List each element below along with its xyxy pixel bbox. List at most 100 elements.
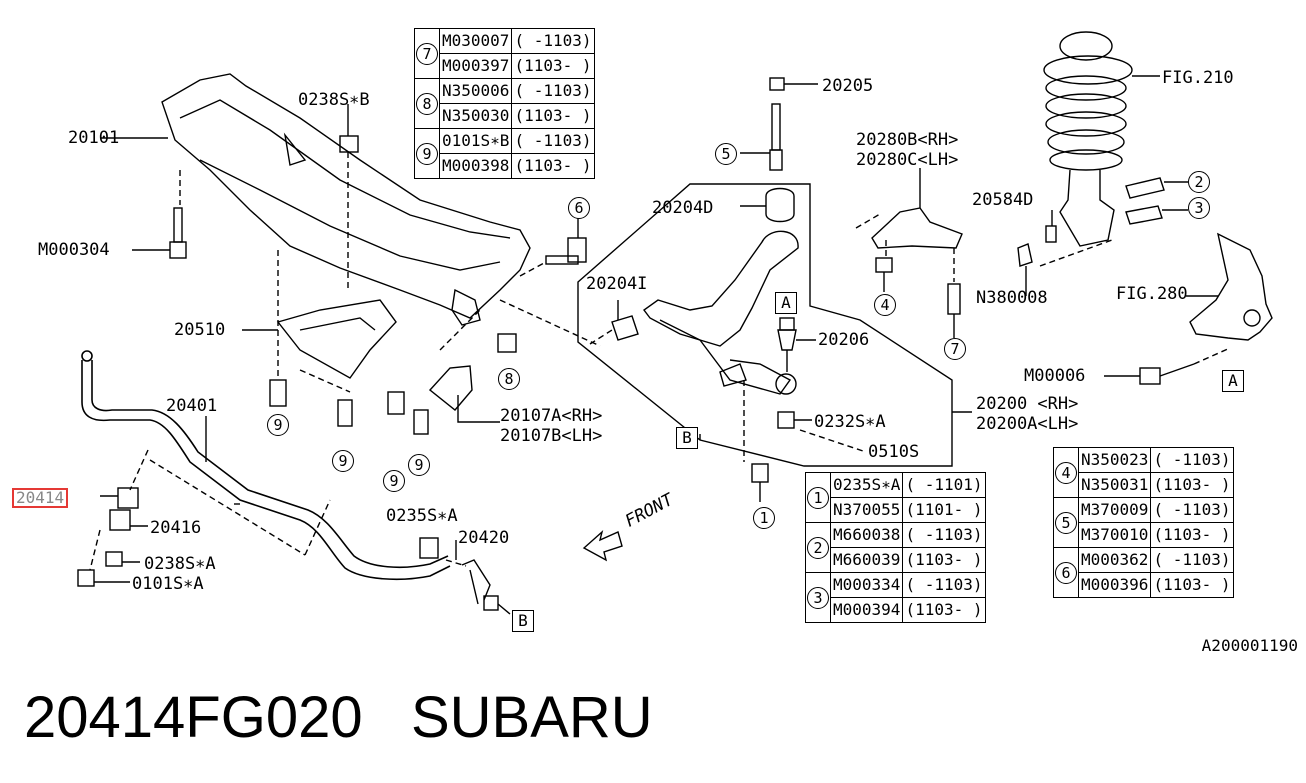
table-callout: 3: [807, 586, 829, 609]
ref-box-b-link: B: [512, 610, 534, 632]
table-row: M000394(1103- ): [806, 597, 986, 623]
date-range: (1103- ): [902, 547, 986, 573]
table-callout: 6: [1055, 561, 1077, 584]
date-range: (1103- ): [511, 153, 595, 179]
date-range: (1103- ): [1150, 572, 1234, 598]
callout-9a: 9: [267, 414, 289, 436]
strut-assembly: [1043, 31, 1160, 247]
callout-4: 4: [874, 294, 896, 316]
label-0238sb: 0238S∗B: [298, 90, 370, 110]
part-code: 0101S∗B: [438, 128, 513, 154]
part-code: M370010: [1077, 522, 1152, 548]
table-callout: 1: [807, 486, 829, 509]
part-code: N350030: [438, 103, 513, 129]
table-row: N350031(1103- ): [1054, 472, 1234, 498]
label-20416: 20416: [150, 518, 202, 538]
date-range: (1103- ): [1150, 522, 1234, 548]
date-range: ( -1103): [902, 572, 986, 598]
date-range: ( -1103): [1150, 447, 1234, 473]
part-number: 20414FG020: [24, 685, 363, 750]
callout-9c: 9: [383, 470, 405, 492]
table-row: M000397(1103- ): [415, 53, 595, 79]
label-20204d: 20204D: [652, 198, 714, 218]
date-range: (1103- ): [511, 53, 595, 79]
bracket-20510: [242, 299, 397, 379]
table-row: N370055(1101- ): [806, 497, 986, 523]
part-code: N350006: [438, 78, 513, 104]
label-0232sa: 0232S∗A: [814, 412, 886, 432]
part-code: N350031: [1077, 472, 1152, 498]
highlighted-part-20414[interactable]: 20414: [12, 488, 69, 508]
label-20107: 20107A<RH> 20107B<LH>: [500, 406, 603, 446]
table-row: N350030(1103- ): [415, 103, 595, 129]
label-m000304: M000304: [38, 240, 110, 260]
ref-box-a-arm: A: [775, 292, 797, 314]
label-20510: 20510: [174, 320, 226, 340]
part-code: M000394: [829, 597, 904, 623]
part-code: M030007: [438, 28, 513, 54]
label-20420: 20420: [458, 528, 510, 548]
stabilizer-bar-20401: [81, 350, 451, 581]
label-20280: 20280B<RH> 20280C<LH>: [856, 130, 959, 170]
table-row: M000398(1103- ): [415, 153, 595, 179]
label-fig210[interactable]: FIG.210: [1162, 68, 1234, 88]
date-range: ( -1103): [511, 128, 595, 154]
label-0510s: 0510S: [868, 442, 920, 462]
callout-5: 5: [715, 143, 737, 165]
drawing-code: A200001190: [1201, 636, 1298, 655]
ref-box-b-arm: B: [676, 427, 698, 449]
part-code: N350023: [1077, 447, 1152, 473]
date-range: (1101- ): [902, 497, 986, 523]
date-range: ( -1103): [902, 522, 986, 548]
date-range: (1103- ): [1150, 472, 1234, 498]
part-code: M370009: [1077, 497, 1152, 523]
label-fig280[interactable]: FIG.280: [1116, 284, 1188, 304]
table-row: M660039(1103- ): [806, 547, 986, 573]
callout-6: 6: [568, 197, 590, 219]
part-code: M660038: [829, 522, 904, 548]
table-row: M000396(1103- ): [1054, 572, 1234, 598]
bolt-m000304: [132, 207, 187, 259]
label-20205: 20205: [822, 76, 874, 96]
date-range: ( -1103): [1150, 547, 1234, 573]
table-callout: 8: [416, 92, 438, 115]
front-arrow-icon: [582, 529, 623, 562]
part-code: M000398: [438, 153, 513, 179]
control-arm-20200: [643, 230, 799, 395]
part-code: M000397: [438, 53, 513, 79]
table-callout: 2: [807, 536, 829, 559]
label-20584d: 20584D: [972, 190, 1034, 210]
date-range: (1103- ): [511, 103, 595, 129]
date-range: ( -1103): [511, 78, 595, 104]
label-n380008: N380008: [976, 288, 1048, 308]
knuckle: [1189, 232, 1273, 341]
table-callout: 7: [416, 42, 438, 65]
callout-1: 1: [753, 507, 775, 529]
label-20401: 20401: [166, 396, 218, 416]
table-callout: 4: [1055, 461, 1077, 484]
brand-name: SUBARU: [410, 685, 653, 750]
label-20200: 20200 <RH> 20200A<LH>: [976, 394, 1079, 434]
callout-3: 3: [1188, 197, 1210, 219]
date-range: (1103- ): [902, 597, 986, 623]
label-20101: 20101: [68, 128, 120, 148]
callout-7: 7: [944, 338, 966, 360]
part-code: M660039: [829, 547, 904, 573]
part-code: 0235S∗A: [829, 472, 904, 498]
part-code: M000396: [1077, 572, 1152, 598]
label-0235sa: 0235S∗A: [386, 506, 458, 526]
label-0101sa: 0101S∗A: [132, 574, 204, 594]
part-code: M000334: [829, 572, 904, 598]
